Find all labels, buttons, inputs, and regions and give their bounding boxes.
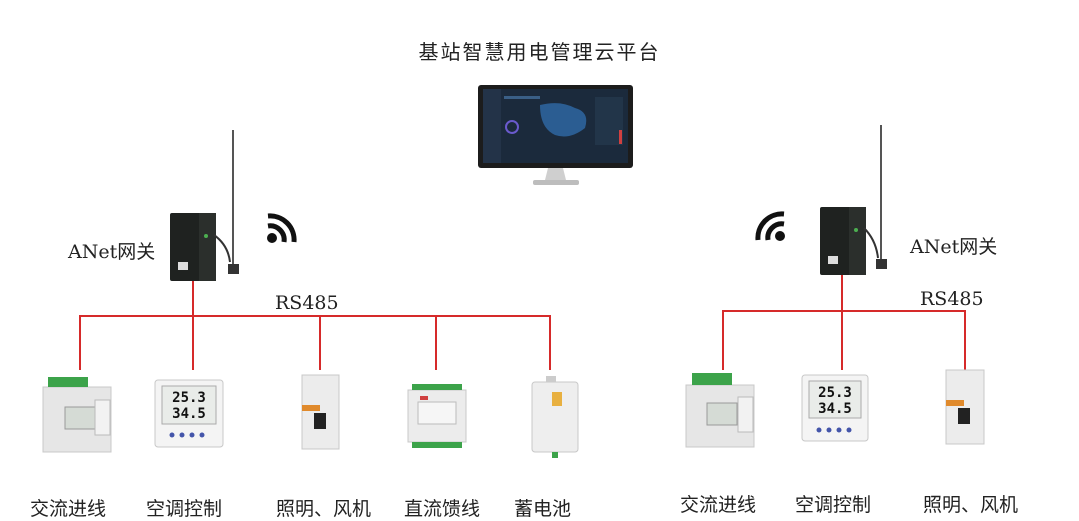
device-label: 照明、风机 xyxy=(276,498,372,520)
right-bus-label: RS485 xyxy=(920,288,984,310)
right-gateway xyxy=(820,125,887,275)
battery-monitor-device xyxy=(531,376,579,458)
device-label: 交流进线 xyxy=(680,494,757,516)
meter-device xyxy=(685,373,755,448)
left-bus-label: RS485 xyxy=(275,292,339,314)
thermo-temp: 25.3 xyxy=(818,385,852,401)
thermo-hum: 34.5 xyxy=(172,406,206,422)
meter-device xyxy=(42,377,112,453)
device-label: 直流馈线 xyxy=(404,498,481,520)
right-gateway-label: ANet网关 xyxy=(910,236,998,258)
cloud-monitor xyxy=(478,85,633,185)
right-rs485-bus xyxy=(722,275,966,370)
device-label: 空调控制 xyxy=(795,494,872,516)
left-gateway-label: ANet网关 xyxy=(68,241,156,263)
device-label: 空调控制 xyxy=(146,498,223,520)
left-gateway xyxy=(170,130,239,281)
wifi-icon xyxy=(267,213,297,243)
dc-feeder-device xyxy=(407,384,467,448)
breaker-device xyxy=(301,374,340,450)
page-title: 基站智慧用电管理云平台 xyxy=(418,40,661,64)
device-label: 照明、风机 xyxy=(923,494,1019,516)
device-label: 蓄电池 xyxy=(514,498,572,520)
breaker-device xyxy=(945,369,985,445)
wifi-icon xyxy=(755,211,785,241)
thermostat-device xyxy=(801,374,869,442)
thermo-temp: 25.3 xyxy=(172,390,206,406)
left-rs485-bus xyxy=(79,281,551,370)
device-label: 交流进线 xyxy=(30,498,107,520)
thermostat-device xyxy=(154,379,224,448)
thermo-hum: 34.5 xyxy=(818,401,852,417)
